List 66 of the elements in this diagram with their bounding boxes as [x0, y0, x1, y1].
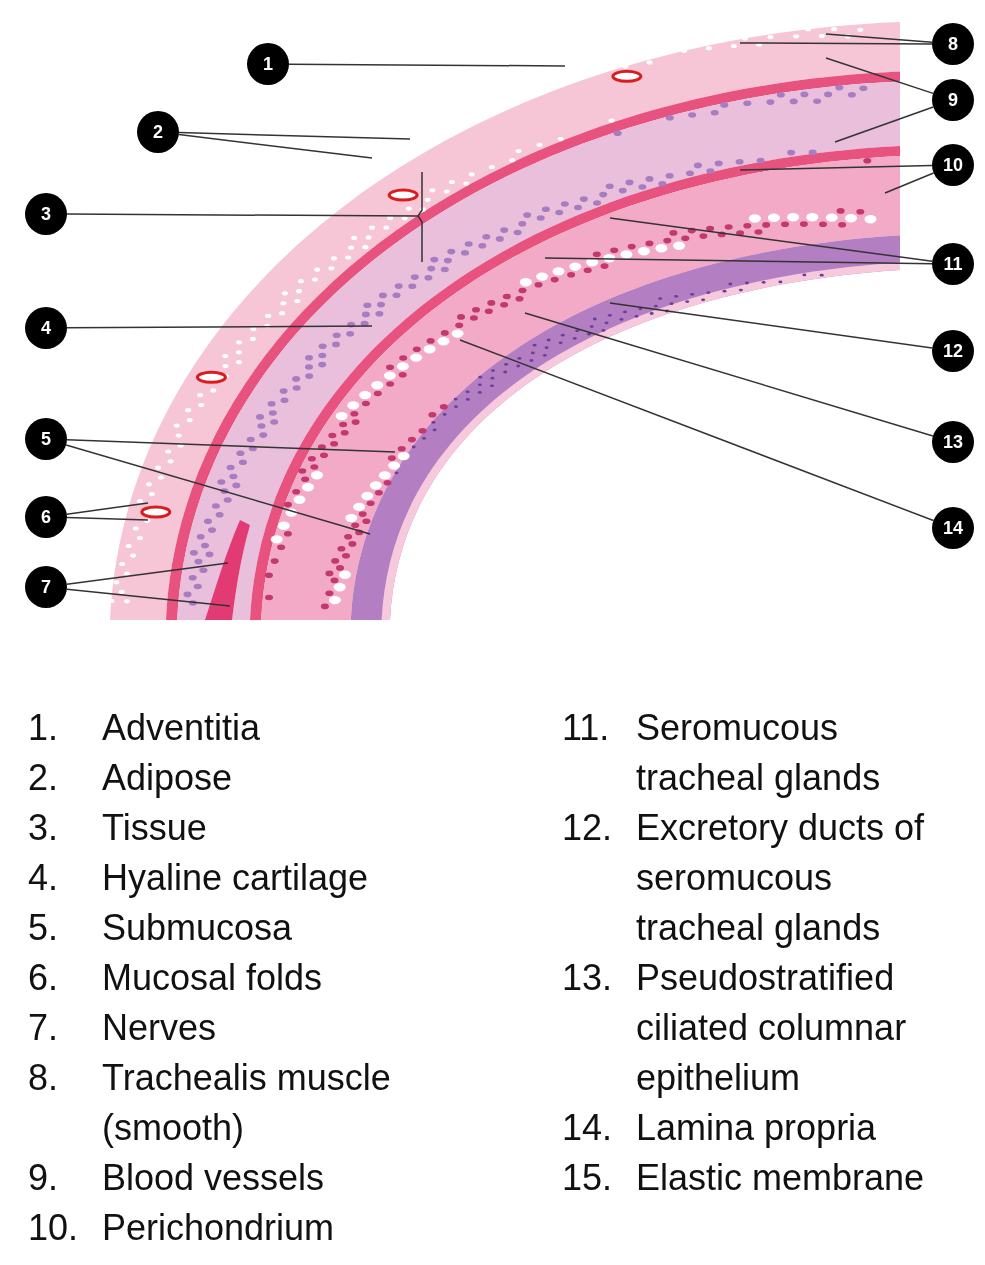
item-number: 14.: [562, 1106, 613, 1150]
callout-number: 5: [25, 418, 67, 460]
item-number: 2.: [28, 756, 59, 800]
leader-line: [66, 502, 149, 515]
leader-line: [66, 588, 231, 607]
item-number: 15.: [562, 1156, 613, 1200]
leader-line: [288, 63, 566, 67]
term-text: Pseudostratified ciliated columnar epithelium: [636, 956, 908, 1100]
term-text: Lamina propria: [636, 1106, 878, 1150]
leader-line: [66, 516, 149, 521]
leader-line: [66, 439, 396, 453]
term-text: Trachealis muscle (smooth): [102, 1056, 392, 1150]
item-number: 12.: [562, 806, 613, 850]
callout-number: 10: [932, 144, 974, 186]
leader-line: [609, 302, 933, 349]
term-text: Elastic membrane: [636, 1156, 926, 1200]
leader-line: [825, 57, 934, 95]
term-text: Adventitia: [102, 706, 262, 750]
term-text: Blood vessels: [102, 1156, 326, 1200]
item-number: 3.: [28, 806, 59, 850]
term-text: Nerves: [102, 1006, 218, 1050]
callout-number: 13: [932, 421, 974, 463]
leader-line: [739, 42, 933, 45]
term-text: Submucosa: [102, 906, 294, 950]
item-number: 9.: [28, 1156, 59, 1200]
callout-number: 12: [932, 330, 974, 372]
callout-number: 8: [932, 23, 974, 65]
callout-number: 9: [932, 79, 974, 121]
term-text: Seromucous tracheal glands: [636, 706, 882, 800]
leader-line: [739, 164, 933, 171]
leader-line: [825, 33, 933, 44]
item-number: 13.: [562, 956, 613, 1000]
callout-number: 7: [25, 566, 67, 608]
leader-line: [459, 339, 935, 522]
callout-number: 14: [932, 507, 974, 549]
leader-line: [178, 131, 411, 140]
leader-line: [65, 444, 371, 535]
term-text: Adipose: [102, 756, 234, 800]
item-number: 4.: [28, 856, 59, 900]
callout-number: 11: [932, 243, 974, 285]
leader-line: [66, 325, 373, 329]
leader-line: [884, 172, 935, 194]
callout-number: 1: [247, 43, 289, 85]
callout-number: 2: [137, 111, 179, 153]
callout-number: 6: [25, 496, 67, 538]
leader-line: [66, 562, 229, 585]
term-text: Perichondrium: [102, 1206, 336, 1250]
leader-line: [66, 213, 419, 217]
leader-line: [178, 133, 373, 159]
item-number: 1.: [28, 706, 59, 750]
term-text: Excretory ducts of seromucous tracheal glands: [636, 806, 926, 950]
leader-line: [834, 106, 934, 143]
term-text: Tissue: [102, 806, 208, 850]
item-number: 8.: [28, 1056, 59, 1100]
term-text: Mucosal folds: [102, 956, 324, 1000]
leader-line: [544, 257, 933, 265]
item-number: 6.: [28, 956, 59, 1000]
item-number: 7.: [28, 1006, 59, 1050]
callout-number: 3: [25, 193, 67, 235]
leader-line: [609, 217, 933, 262]
leader-line: [524, 312, 934, 437]
item-number: 10.: [28, 1206, 79, 1250]
item-number: 11.: [562, 706, 610, 750]
callout-number: 4: [25, 307, 67, 349]
item-number: 5.: [28, 906, 59, 950]
term-text: Hyaline cartilage: [102, 856, 370, 900]
